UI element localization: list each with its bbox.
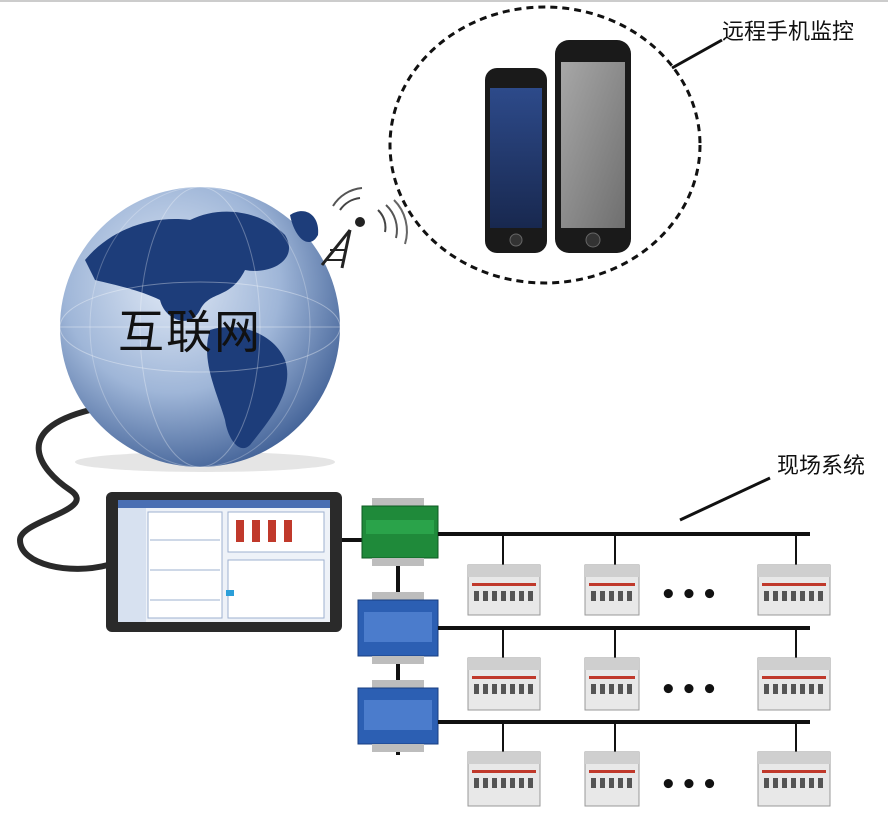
globe-icon xyxy=(59,186,341,472)
relay-actuator-module xyxy=(757,751,831,807)
relay-actuator-module xyxy=(584,657,640,711)
relay-actuator-module xyxy=(757,564,831,616)
smartphone-left xyxy=(485,68,547,253)
network-cable xyxy=(16,407,109,572)
phone-callout-ellipse xyxy=(388,5,702,285)
internet-label: 互联网 xyxy=(118,305,262,359)
module-row-2 xyxy=(502,628,797,658)
ellipsis-row-2: ••• xyxy=(660,675,722,705)
module-row-3 xyxy=(502,722,797,752)
antenna-icon xyxy=(320,187,408,269)
relay-actuator-module xyxy=(467,564,541,616)
gateway-rs232 xyxy=(361,498,439,566)
relay-actuator-module xyxy=(584,751,640,807)
relay-actuator-module xyxy=(467,751,541,807)
ellipsis-row-3: ••• xyxy=(660,770,722,800)
relay-actuator-module xyxy=(757,657,831,711)
phone-label-pointer xyxy=(671,38,723,70)
field-label-pointer xyxy=(679,476,771,522)
touch-panel-hmi xyxy=(106,492,342,632)
remote-phone-label: 远程手机监控 xyxy=(722,20,855,45)
relay-actuator-module xyxy=(584,564,640,616)
ellipsis-row-1: ••• xyxy=(660,580,722,610)
relay-actuator-module xyxy=(467,657,541,711)
smartphone-right xyxy=(555,40,631,253)
field-system-label: 现场系统 xyxy=(777,454,866,479)
gateway-blue-2 xyxy=(357,680,439,752)
gateway-blue-1 xyxy=(357,592,439,664)
module-row-1 xyxy=(502,534,797,565)
